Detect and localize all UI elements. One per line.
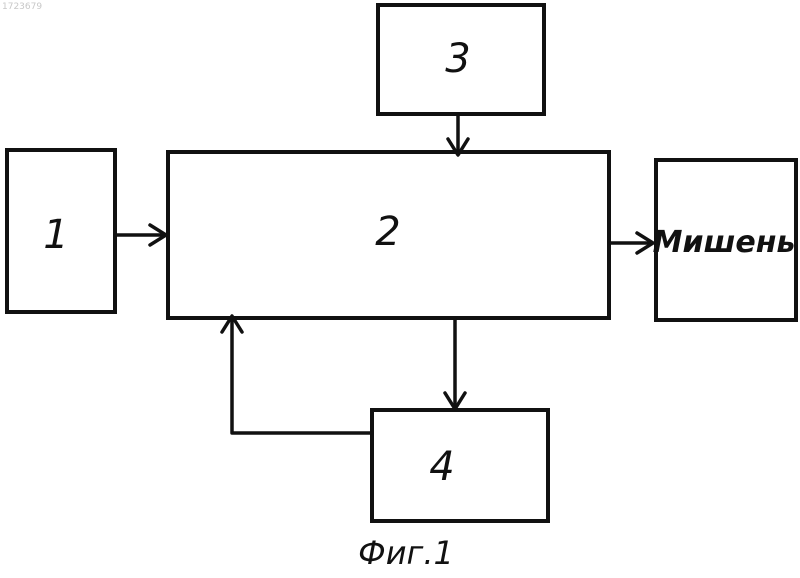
arrow-block2-to-target [610, 233, 653, 253]
block-1: 1 [7, 150, 115, 312]
arrow-block2-to-block4 [445, 319, 465, 409]
document-number: 1723679 [2, 2, 42, 12]
target-label: Мишень [653, 225, 796, 260]
block-4-label: 4 [429, 444, 454, 490]
figure-caption: Фиг.1 [358, 534, 454, 572]
block-2: 2 [168, 152, 609, 318]
block-4: 4 [372, 410, 548, 521]
arrow-block4-feedback-to-block2 [222, 316, 372, 433]
block-1-label: 1 [43, 212, 68, 258]
arrow-block1-to-block2 [116, 225, 166, 245]
block-3: 3 [378, 5, 544, 114]
target-block: Мишень [653, 160, 796, 320]
arrow-block3-to-block2 [448, 115, 468, 155]
block-3-label: 3 [445, 36, 470, 82]
block-2-label: 2 [375, 209, 400, 255]
